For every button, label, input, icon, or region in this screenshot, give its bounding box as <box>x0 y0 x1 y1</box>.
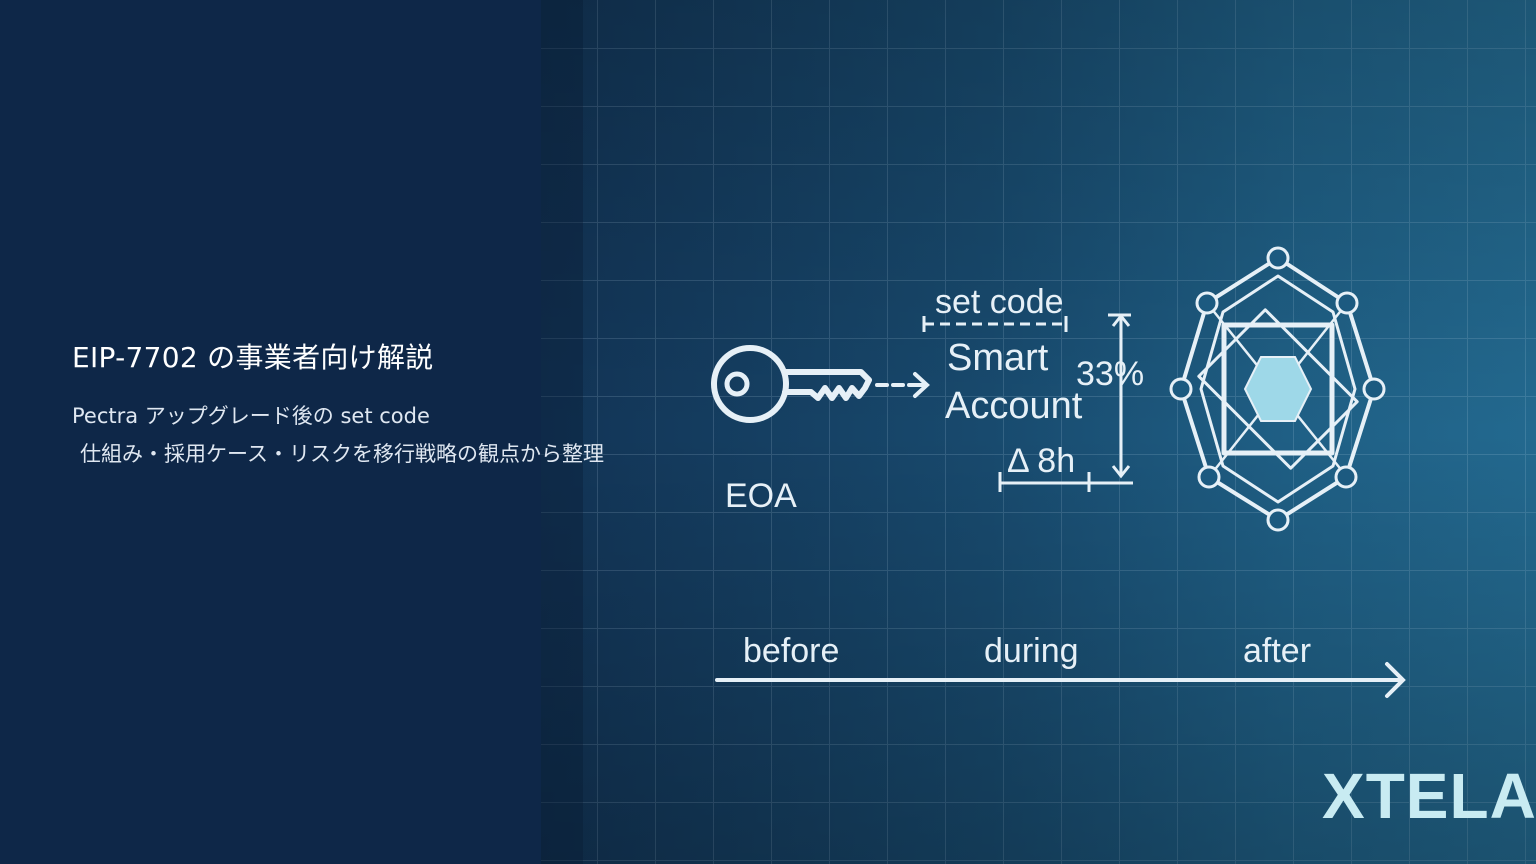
hexagon-icon <box>1243 356 1313 422</box>
timeline-during: during <box>984 632 1079 670</box>
key-icon <box>711 345 872 423</box>
percent-dimension <box>998 313 1133 492</box>
diagram: EOA set code Smart Account 33% Δ 8h <box>711 246 1536 832</box>
blueprint-grid <box>541 0 1536 864</box>
eoa-label: EOA <box>725 477 797 515</box>
dashed-arrow-icon <box>875 372 930 398</box>
set-code-label: set code <box>935 283 1064 321</box>
timeline-after: after <box>1243 632 1311 670</box>
set-code-bracket <box>922 316 1068 332</box>
smart-label: Smart <box>947 337 1049 379</box>
timeline-arrow-icon <box>715 662 1406 698</box>
hero-illustration: EOA set code Smart Account 33% Δ 8h <box>541 0 1536 864</box>
timeline-before: before <box>743 632 839 670</box>
left-panel <box>0 0 541 864</box>
percent-label: 33% <box>1076 355 1144 393</box>
octagon-network-icon <box>1169 246 1386 532</box>
subtitle-line-1: Pectra アップグレード後の set code <box>72 404 430 428</box>
page-title: EIP-7702 の事業者向け解説 <box>72 341 434 374</box>
delta-label: Δ 8h <box>1007 442 1075 480</box>
account-label: Account <box>945 385 1083 427</box>
brand-logo: XTELA <box>1322 760 1536 832</box>
subtitle-line-2: 仕組み・採用ケース・リスクを移行戦略の観点から整理 <box>80 442 604 466</box>
